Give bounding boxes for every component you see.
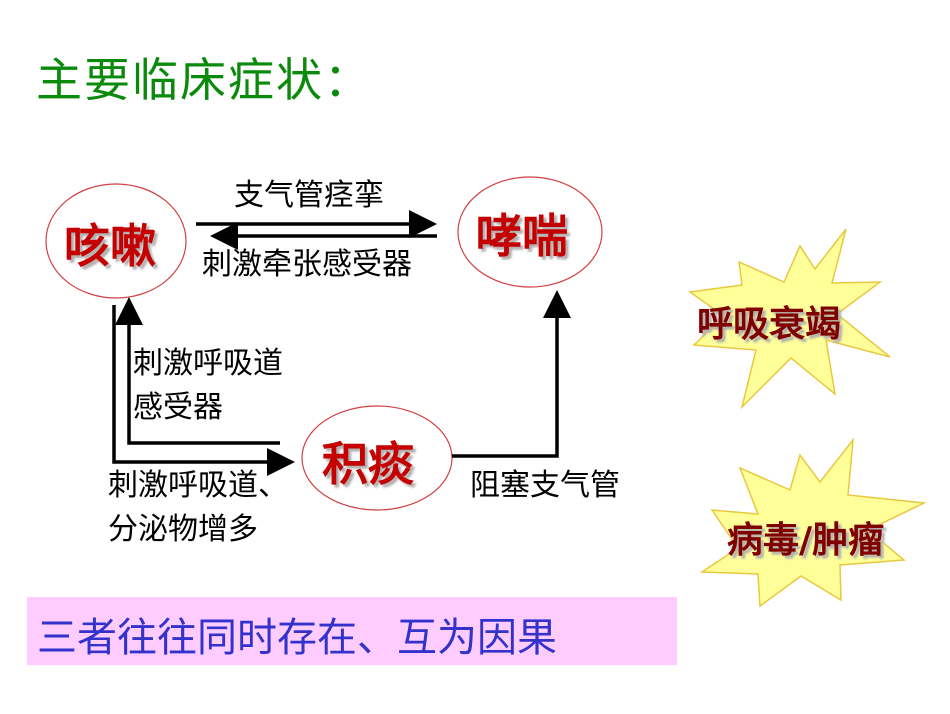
edge-label-bronchospasm: 支气管痉挛	[234, 178, 384, 213]
complication-respiratory-failure: 呼吸衰竭	[697, 304, 842, 345]
slide-title: 主要临床症状：	[36, 53, 372, 107]
sputum-node-ellipse	[301, 405, 453, 511]
edge-label-bronchial-obstruction: 阻塞支气管	[470, 468, 620, 503]
summary-box: 三者往往同时存在、互为因果	[27, 597, 677, 665]
edge-label-airway-receptor-1: 刺激呼吸道	[133, 346, 283, 381]
arrow-sputum-to-cough	[115, 297, 280, 445]
burst-respiratory-failure	[688, 228, 891, 410]
edge-label-airway-receptor-2: 感受器	[133, 390, 223, 425]
burst-virus-tumor	[699, 437, 927, 608]
node-wheeze: 哮喘	[476, 209, 568, 263]
arrow-sputum-to-wheeze	[452, 290, 571, 458]
complication-virus-tumor: 病毒/肿瘤	[727, 520, 885, 561]
edge-label-secretion-2: 分泌物增多	[108, 512, 258, 547]
node-cough: 咳嗽	[64, 219, 156, 273]
arrow-cough-to-sputum	[112, 305, 295, 476]
summary-text: 三者往往同时存在、互为因果	[37, 615, 557, 661]
edge-label-secretion-1: 刺激呼吸道、	[108, 468, 288, 503]
node-sputum: 积痰	[322, 437, 414, 491]
edge-label-stretch-receptor: 刺激牵张感受器	[202, 247, 412, 282]
wheeze-node-ellipse	[457, 176, 603, 288]
